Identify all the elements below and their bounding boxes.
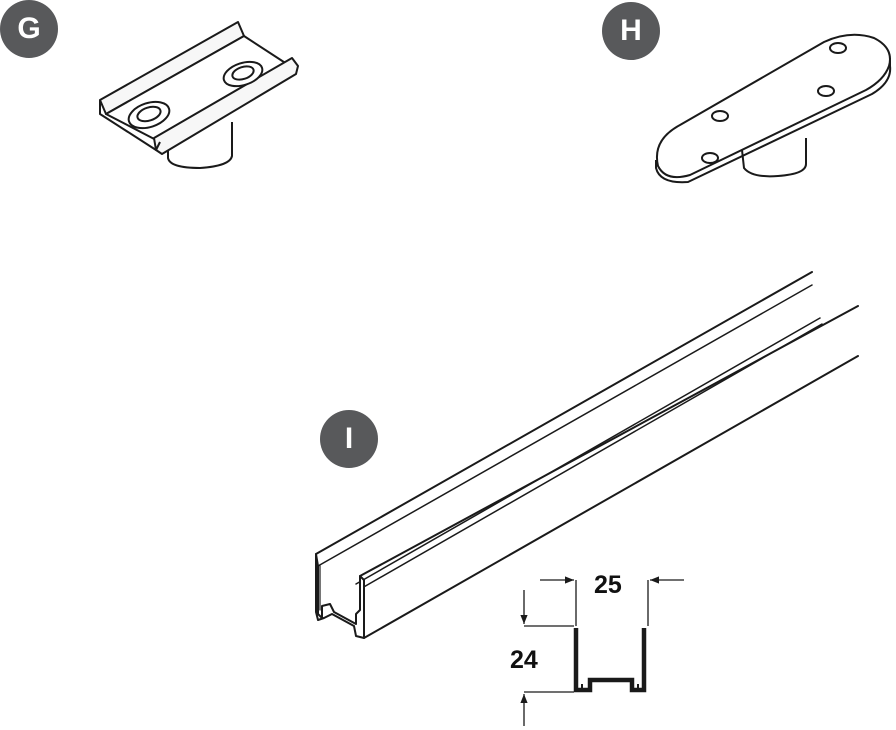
part-i-rail-bottom-edge xyxy=(363,355,859,639)
part-h-drawing xyxy=(655,33,892,184)
part-h-hole-4 xyxy=(829,42,847,54)
part-i-rail-inner-groove-1 xyxy=(355,317,821,585)
part-i-drawing xyxy=(315,271,859,639)
part-h-label-badge: H xyxy=(602,2,660,60)
part-i-rail-top-right-edge xyxy=(359,305,859,577)
part-h-plate-top xyxy=(656,33,891,179)
part-g-drawing xyxy=(99,21,299,169)
part-h-hole-1 xyxy=(701,152,719,164)
part-i-rail-end-profile xyxy=(315,553,365,639)
part-h-plate-edge xyxy=(655,58,892,184)
part-h-hole-2 xyxy=(711,110,729,122)
rail-cross-section xyxy=(573,628,647,693)
part-g-screw-hole-right xyxy=(222,60,264,88)
width-dimension-label: 25 xyxy=(594,571,622,599)
part-g-screw-hole-left xyxy=(127,100,171,130)
part-h-hole-3 xyxy=(817,85,835,97)
part-g-label-badge: G xyxy=(0,0,58,58)
part-i-rail-top-left-edge xyxy=(315,271,813,555)
profile-dimension-drawing xyxy=(520,576,684,726)
height-dimension-label: 24 xyxy=(510,646,538,674)
part-i-label-badge: I xyxy=(320,410,378,468)
